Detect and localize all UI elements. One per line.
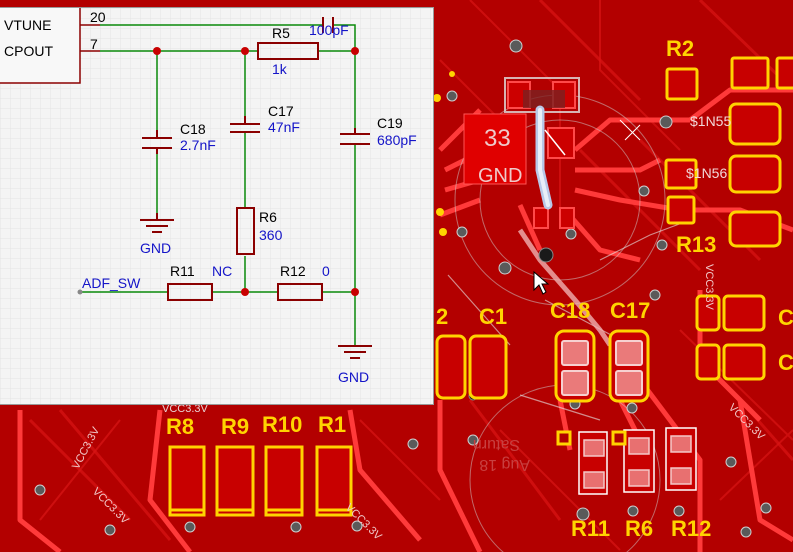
r12-ref: R12 <box>280 263 306 279</box>
net-silk-1n56: $1N56 <box>686 165 727 181</box>
bottom-silk-aug: Aug 18 <box>479 456 530 473</box>
resistor-r11-body[interactable] <box>167 283 213 301</box>
c17-ref: C17 <box>268 103 294 119</box>
pcb-designator-r6: R6 <box>625 516 653 541</box>
pin-number-20: 20 <box>90 9 106 25</box>
pcb-designator-partial-c-top: C <box>778 305 793 330</box>
c19-ref: C19 <box>377 115 403 131</box>
net-silk-1n55: $1N55 <box>690 113 731 129</box>
resistor-r12-body[interactable] <box>277 283 323 301</box>
resistor-r6-body[interactable] <box>236 207 255 255</box>
pcb-designator-r10: R10 <box>262 412 302 437</box>
ic-pad-label-gnd: GND <box>478 165 522 187</box>
vcc-silk-top: VCC3.3V <box>162 403 209 415</box>
r6-value: 360 <box>259 227 283 243</box>
pcb-designator-r11: R11 <box>571 516 610 541</box>
net-label-adf-sw: ADF_SW <box>82 275 141 291</box>
schematic-panel[interactable]: VTUNE CPOUT 20 7 100 <box>0 8 433 404</box>
pcb-designator-partial-c-bottom: C <box>778 350 793 375</box>
pcb-designator-partial-2: 2 <box>436 304 448 329</box>
r11-value: NC <box>212 263 232 279</box>
c19-value: 680pF <box>377 132 417 148</box>
ic-port-vtune: VTUNE <box>4 17 51 33</box>
c18-ref: C18 <box>180 121 206 137</box>
r5-ref: R5 <box>272 25 290 41</box>
ground-label-right: GND <box>338 369 369 385</box>
pcb-designator-r13: R13 <box>676 232 716 257</box>
ic-port-cpout: CPOUT <box>4 43 53 59</box>
pcb-designator-c17: C17 <box>610 298 650 323</box>
r12-value: 0 <box>322 263 330 279</box>
r5-value: 1k <box>272 61 288 77</box>
c17-value: 47nF <box>268 119 300 135</box>
pcb-designator-r9: R9 <box>221 414 249 439</box>
ic-pad-label-33: 33 <box>484 125 511 152</box>
ground-label-left: GND <box>140 240 171 256</box>
pcb-designator-c18: C18 <box>550 298 590 323</box>
pcb-designator-r2: R2 <box>666 36 694 61</box>
ic-symbol-box[interactable] <box>0 8 81 84</box>
top-capacitor-value: 100pF <box>309 22 349 38</box>
r11-ref: R11 <box>170 263 195 279</box>
resistor-r5-body[interactable] <box>257 42 319 60</box>
pcb-designator-c1: C1 <box>479 304 507 329</box>
pcb-designator-r12: R12 <box>671 516 711 541</box>
pcb-designator-r8: R8 <box>166 414 194 439</box>
vcc-silk-right: VCC3.3V <box>703 264 715 311</box>
bottom-silk-saturn: Saturn <box>473 436 520 453</box>
c18-value: 2.7nF <box>180 137 216 153</box>
r6-ref: R6 <box>259 209 277 225</box>
pcb-designator-r1: R1 <box>318 412 346 437</box>
pin-number-7: 7 <box>90 36 98 52</box>
